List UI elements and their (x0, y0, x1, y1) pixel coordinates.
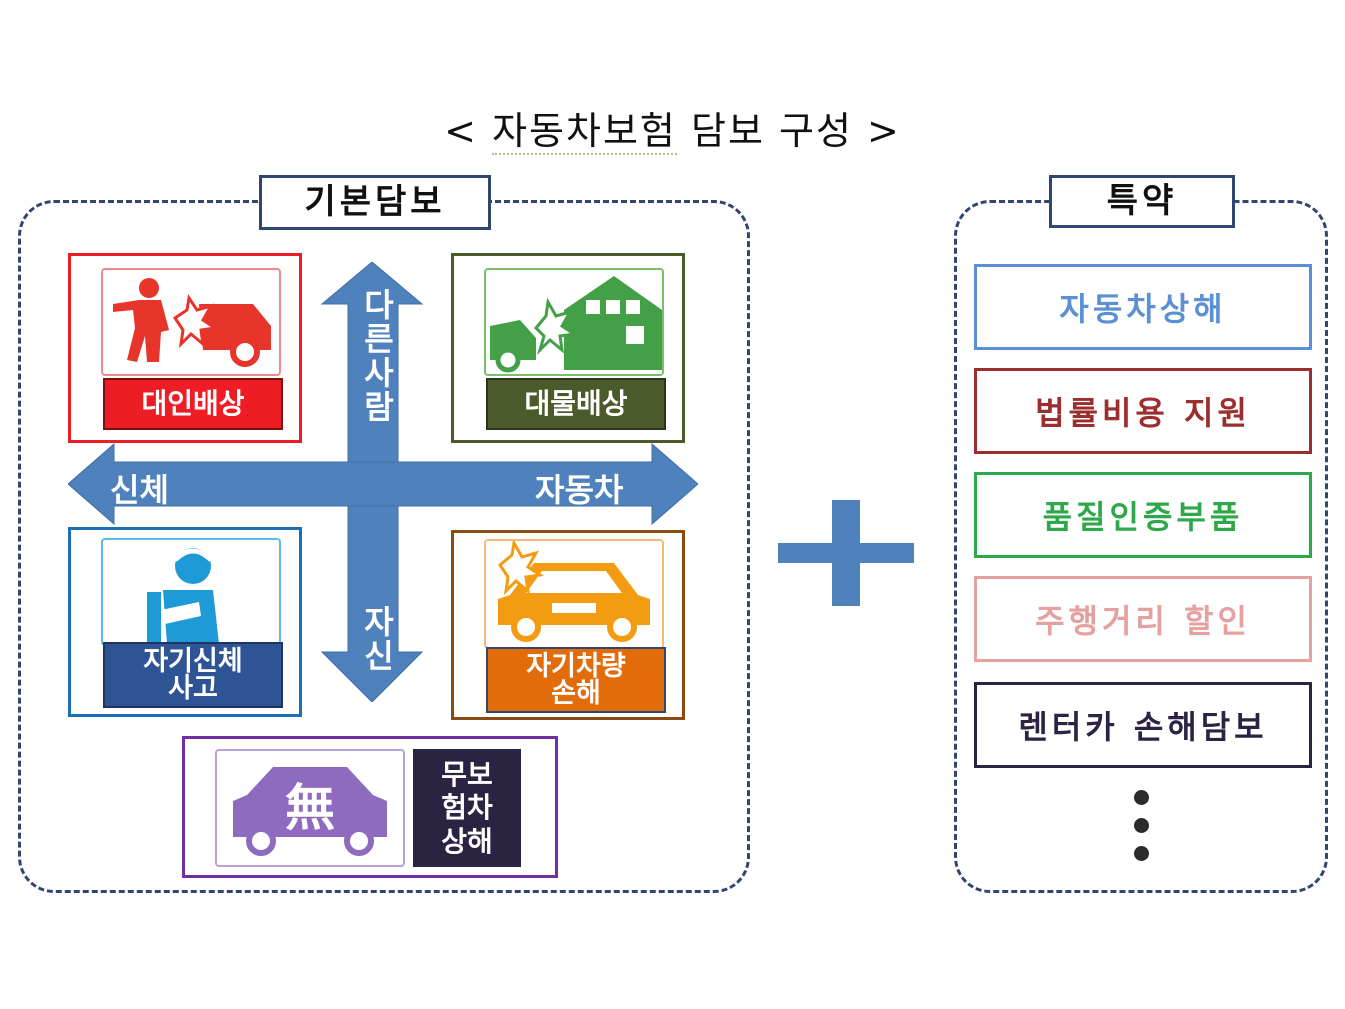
direction-arrows (68, 262, 698, 702)
special-term-certified-parts: 품질인증부품 (974, 472, 1312, 558)
title-main: 자동차보험 (492, 109, 677, 155)
basic-coverage-header: 기본담보 (259, 175, 491, 230)
special-term-legal-cost: 법률비용 지원 (974, 368, 1312, 454)
card-own-vehicle-damage: 자기차량 손해 (451, 530, 685, 720)
special-term-rental-car: 렌터카 손해담보 (974, 682, 1312, 768)
arrow-label-car: 자동차 (535, 471, 624, 509)
injured-person-icon (101, 538, 281, 646)
card-bodily-injury-label: 대인배상 (103, 378, 283, 430)
damaged-car-icon (484, 538, 664, 649)
card-own-vehicle-damage-label: 자기차량 손해 (486, 647, 666, 713)
title-rest: 담보 구성 > (676, 109, 901, 153)
person-hit-by-car-icon (101, 268, 281, 376)
label-line-2: 사고 (168, 673, 218, 704)
card-personal-injury: 자기신체 사고 (68, 527, 302, 717)
label-line-1: 자기신체 (143, 646, 243, 677)
label-line-1: 자기차량 (526, 651, 626, 682)
horizontal-arrow-shape (68, 442, 698, 526)
special-terms-header: 특약 (1049, 175, 1235, 228)
label-line-1: 무보 (441, 758, 493, 792)
card-property-damage-label: 대물배상 (486, 378, 666, 430)
arrow-label-others: 다른사람 (358, 288, 396, 424)
title-prefix: < (444, 109, 493, 153)
special-term-car-injury: 자동차상해 (974, 264, 1312, 350)
car-hits-house-icon (484, 268, 664, 376)
card-property-damage: 대물배상 (451, 253, 685, 443)
arrow-label-body: 신체 (110, 471, 169, 509)
uninsured-char: 無 (285, 779, 335, 837)
card-uninsured-vehicle: 無 무보 험차 상해 (182, 736, 558, 878)
plus-icon (778, 500, 914, 606)
special-term-mileage-discount: 주행거리 할인 (974, 576, 1312, 662)
page-title: < 자동차보험 담보 구성 > (0, 100, 1345, 155)
more-items-ellipsis-icon (1134, 790, 1149, 861)
card-uninsured-vehicle-label: 무보 험차 상해 (413, 749, 521, 867)
label-line-2: 손해 (551, 678, 601, 709)
arrow-label-self: 자신 (358, 605, 396, 673)
card-bodily-injury: 대인배상 (68, 253, 302, 443)
label-line-2: 험차 (441, 791, 493, 825)
uninsured-car-icon: 無 (215, 749, 405, 867)
label-line-3: 상해 (441, 824, 493, 858)
card-personal-injury-label: 자기신체 사고 (103, 642, 283, 708)
